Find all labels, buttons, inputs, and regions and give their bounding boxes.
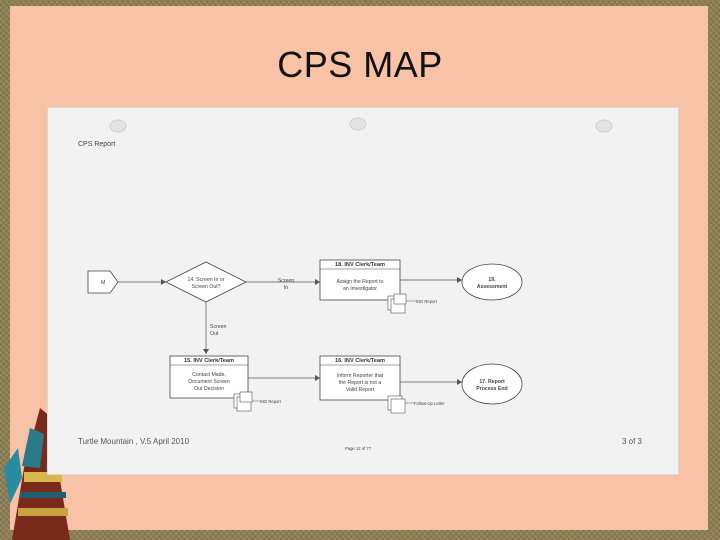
document-footer-center: Page 12 of 77 [345, 446, 372, 451]
document-footer-left: Turtle Mountain , V.5 April 2010 [78, 437, 190, 446]
terminal-17-line1: 17. Report [479, 379, 505, 385]
binder-hole-right [595, 119, 613, 133]
edge-screen-out-line1: Screen [210, 324, 227, 330]
box-16-doc-label: Follow-Up Letter [414, 401, 445, 406]
binder-hole-left [109, 119, 127, 133]
edge-screen-in-line1: Screen [278, 278, 295, 284]
box-18-body-line2: an Investigator [343, 286, 377, 292]
box-18-body-line1: Assign the Report to [336, 279, 383, 285]
terminal-17-report-process-end [461, 363, 523, 405]
box-15-body-line3: Out Decision [194, 386, 224, 392]
terminal-19-assessment [461, 263, 523, 301]
box-18-header: 18. INV Clerk/Team [335, 262, 385, 268]
box-16-body-line3: Valid Report [346, 387, 375, 393]
box-15-header: 15. INV Clerk/Team [184, 358, 234, 364]
box-16-header: 16. INV Clerk/Team [335, 358, 385, 364]
process-box-15 [169, 355, 249, 399]
box-16-body-line1: Inform Reporter that [337, 373, 384, 379]
binder-hole-center [349, 117, 367, 131]
edge-screen-in-line2: In [284, 285, 288, 291]
flowchart-diagram: CPS Report M 14. Screen In or Screen Out… [78, 117, 643, 451]
decision-label-line1: 14. Screen In or [188, 277, 225, 283]
box-16-body-line2: the Report is not a [339, 380, 382, 386]
slide-title: CPS MAP [277, 44, 443, 85]
box-18-doc-label: IND Report [416, 299, 438, 304]
document-footer-right: 3 of 3 [622, 437, 643, 446]
box-15-doc-label: IND Report [260, 399, 282, 404]
cps-report-scan: CPS Report M 14. Screen In or Screen Out… [48, 108, 678, 474]
process-box-18 [319, 259, 401, 301]
document-header: CPS Report [78, 141, 115, 148]
process-box-16 [319, 355, 401, 401]
box-15-body-line1: Contact Made, [192, 372, 226, 378]
terminal-19-line1: 19. [488, 277, 496, 283]
terminal-17-line2: Process End [476, 386, 507, 392]
off-page-connector-label: M [101, 280, 105, 286]
edge-screen-out-line2: Out [210, 331, 219, 337]
off-page-connector [87, 270, 119, 294]
decision-label-line2: Screen Out? [191, 284, 220, 290]
terminal-19-line2: Assessment [477, 284, 508, 290]
box-15-body-line2: Document Screen [188, 379, 230, 385]
